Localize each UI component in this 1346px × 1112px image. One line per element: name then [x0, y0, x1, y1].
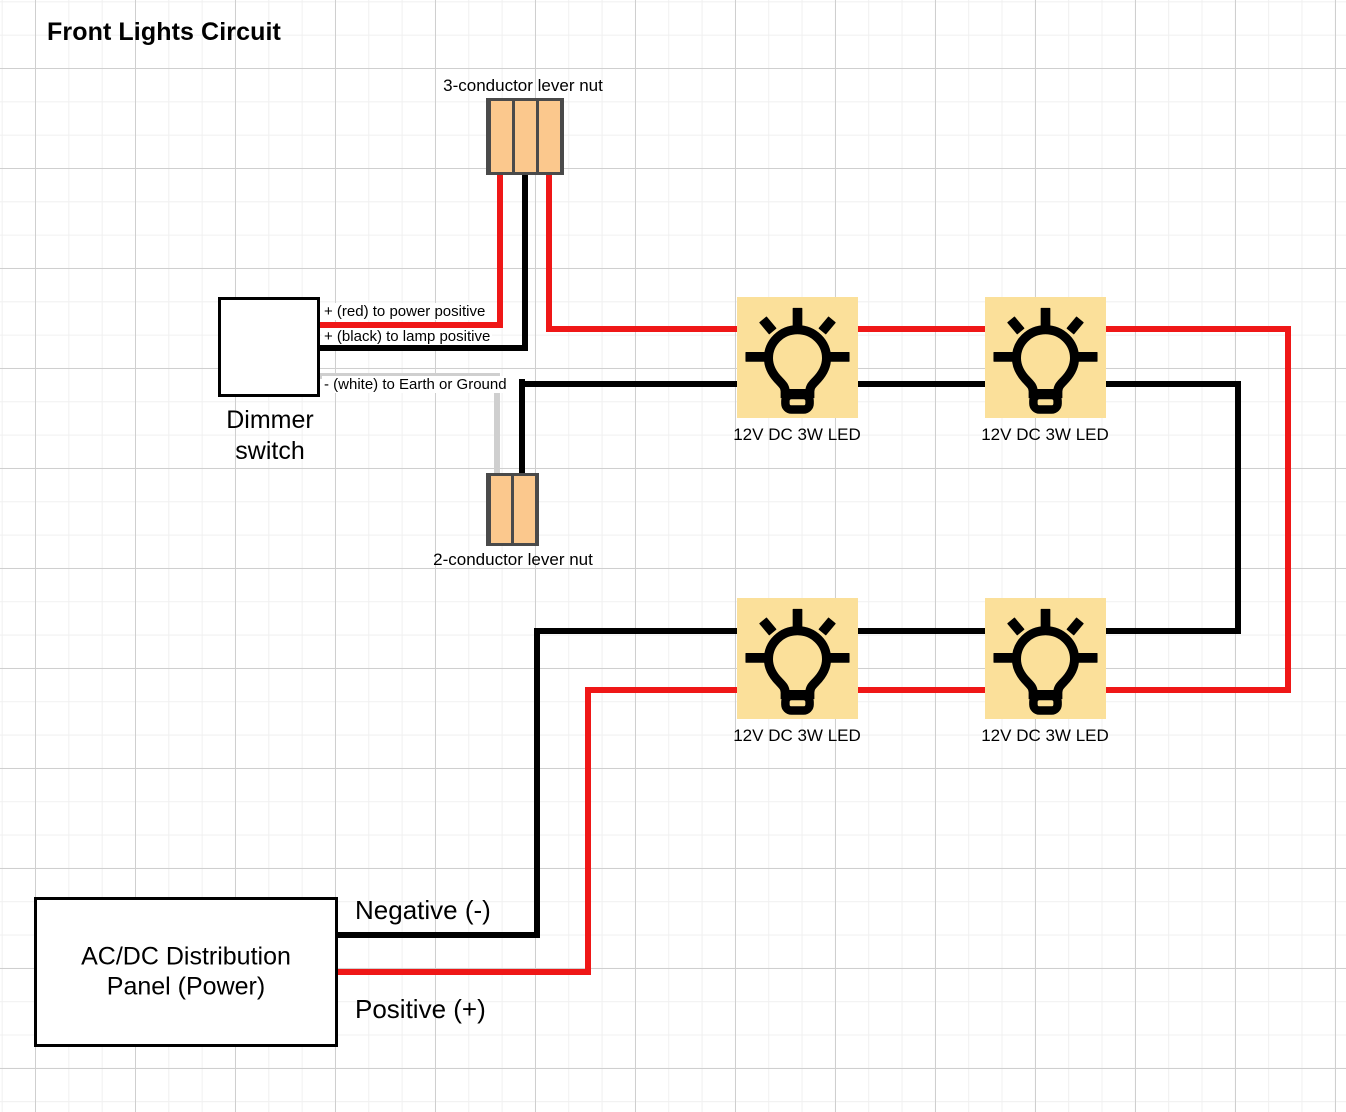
wire-right-positive-vertical: [1285, 326, 1291, 693]
lamp-top-right-label: 12V DC 3W LED: [981, 425, 1109, 444]
lever-nut-3-cell-1[interactable]: [490, 101, 512, 172]
lever-nut-3-cell-3[interactable]: [538, 101, 560, 172]
dimmer-switch-box[interactable]: [218, 297, 320, 397]
lamp-bottom-right-label: 12V DC 3W LED: [981, 726, 1109, 745]
power-panel-label: AC/DC Distribution Panel (Power): [81, 942, 291, 1001]
light-bulb-icon: [993, 608, 1098, 715]
wire-panel-positive-vertical: [585, 687, 591, 975]
dimmer-wire-label-white: - (white) to Earth or Ground: [322, 376, 509, 393]
lamp-bottom-left[interactable]: [737, 598, 858, 719]
lamp-bottom-right[interactable]: [985, 598, 1106, 719]
dimmer-switch-caption: Dimmer switch: [226, 406, 314, 465]
lever-nut-3-cell-2[interactable]: [514, 101, 536, 172]
wire-panel-positive-horizontal: [336, 969, 591, 975]
lamp-bottom-left-label: 12V DC 3W LED: [733, 726, 861, 745]
power-panel-box[interactable]: AC/DC Distribution Panel (Power): [34, 897, 338, 1047]
wire-top-row-negative: [519, 381, 1241, 387]
lever-nut-3-label: 3-conductor lever nut: [443, 76, 603, 95]
wire-bottom-row-negative: [534, 628, 1241, 634]
panel-negative-label: Negative (-): [355, 895, 491, 925]
panel-positive-label: Positive (+): [355, 994, 486, 1024]
wire-nut3-right-red-vertical: [546, 172, 552, 332]
dimmer-wire-label-red: + (red) to power positive: [322, 303, 488, 320]
wire-nut3-left-red-vertical: [497, 172, 503, 328]
lamp-top-left-label: 12V DC 3W LED: [733, 425, 861, 444]
wire-dimmer-red-horizontal: [318, 322, 500, 328]
light-bulb-icon: [745, 307, 850, 414]
lever-nut-2-label: 2-conductor lever nut: [433, 550, 593, 569]
lever-nut-3-conductor[interactable]: [486, 98, 564, 175]
wire-panel-negative-vertical: [534, 628, 540, 938]
diagram-title: Front Lights Circuit: [47, 18, 281, 46]
lamp-top-right[interactable]: [985, 297, 1106, 418]
wire-nut2-black-vertical: [519, 379, 525, 476]
lever-nut-2-cell-2[interactable]: [514, 476, 535, 543]
wire-right-negative-vertical: [1235, 381, 1241, 634]
lamp-top-left[interactable]: [737, 297, 858, 418]
wire-panel-negative-horizontal: [336, 932, 540, 938]
wire-dimmer-black-horizontal: [318, 345, 525, 351]
wire-bottom-row-positive: [585, 687, 1291, 693]
wire-dimmer-ground-vertical: [494, 373, 500, 476]
light-bulb-icon: [993, 307, 1098, 414]
light-bulb-icon: [745, 608, 850, 715]
dimmer-wire-label-black: + (black) to lamp positive: [322, 328, 493, 345]
wire-top-row-positive: [546, 326, 1291, 332]
lever-nut-2-cell-1[interactable]: [490, 476, 511, 543]
lever-nut-2-conductor[interactable]: [486, 473, 539, 546]
wire-nut3-center-black-vertical: [522, 172, 528, 351]
